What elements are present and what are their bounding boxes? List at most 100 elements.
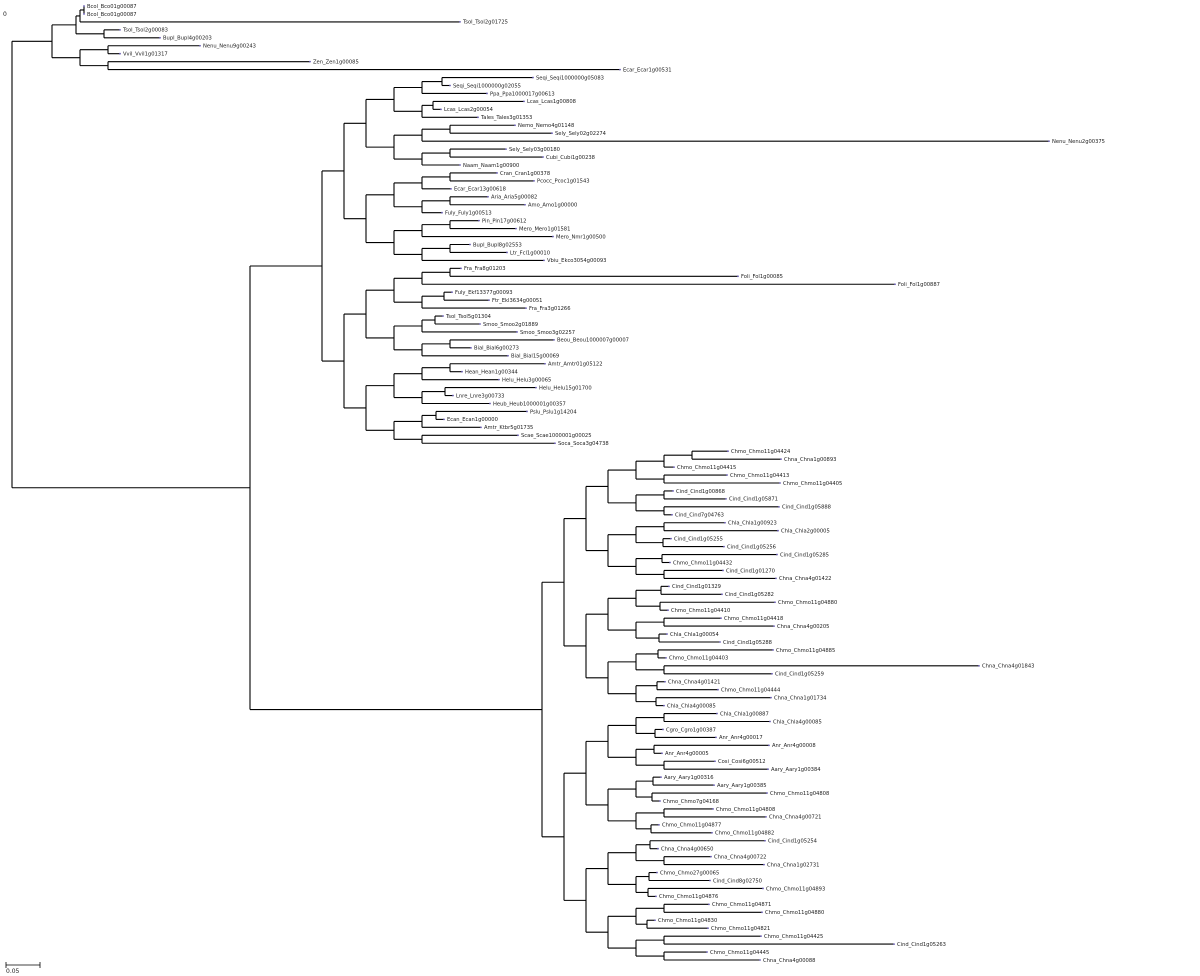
tip-node bbox=[671, 513, 673, 516]
tip-node bbox=[451, 291, 453, 294]
tip-label: Helu_Helu3g00065 bbox=[502, 377, 551, 383]
tip-node bbox=[542, 156, 544, 158]
tip-label: Bupl_Bupl8g02553 bbox=[473, 242, 522, 248]
tip-label: Ecan_Ecan1g00000 bbox=[447, 417, 498, 423]
tip-node bbox=[119, 28, 121, 31]
tip-node bbox=[470, 346, 472, 349]
tip-node bbox=[498, 378, 500, 381]
tip-node bbox=[768, 744, 770, 747]
tip-node bbox=[665, 657, 667, 659]
tip-node bbox=[506, 251, 508, 254]
tip-label: Vvil_Vvil1g01317 bbox=[123, 52, 168, 58]
tip-label: Aary_Aary1g00385 bbox=[717, 783, 767, 789]
tip-label: Chmo_Chmo11g04405 bbox=[783, 481, 842, 487]
tip-node bbox=[774, 601, 776, 604]
tip-label: Chmo_Chmo11g04877 bbox=[662, 823, 721, 829]
tip-node bbox=[780, 458, 782, 461]
tip-label: Chla_Chla1g00054 bbox=[670, 632, 719, 638]
tip-label: Chna_Chna4g00088 bbox=[763, 958, 815, 964]
tip-node bbox=[544, 362, 546, 365]
tip-label: Chmo_Chmo11g04444 bbox=[721, 688, 781, 694]
tip-node bbox=[771, 672, 773, 675]
tip-label: Foli_Fol1g00887 bbox=[898, 282, 940, 288]
tip-node bbox=[716, 712, 718, 715]
tip-label: Heub_Heub1000001g00357 bbox=[493, 401, 566, 407]
tip-label: Amtr_Amtr01g05122 bbox=[548, 362, 603, 368]
tip-node bbox=[507, 354, 509, 357]
tip-label: Chmo_Chmo11g04871 bbox=[712, 902, 771, 908]
tip-label: Chmo_Chmo27g00065 bbox=[660, 870, 719, 876]
tip-label: Scae_Scae1000001g00025 bbox=[521, 433, 592, 439]
tip-node bbox=[893, 943, 895, 945]
tip-label: Tsol_Tsol2g01725 bbox=[462, 20, 508, 26]
tip-label: Cind_Cind1g01270 bbox=[726, 568, 775, 574]
tip-node bbox=[469, 243, 471, 246]
tip-node bbox=[763, 863, 765, 866]
tip-label: Chna_Chna4g00650 bbox=[661, 847, 713, 853]
tip-label: Tales_Tales3g01353 bbox=[480, 115, 532, 121]
tip-label: Naam_Naam1g00900 bbox=[463, 163, 519, 169]
tip-node bbox=[765, 816, 767, 818]
tip-label: Lcas_Lcas1g00808 bbox=[527, 99, 576, 105]
tip-label: Chna_Chna1g00893 bbox=[784, 457, 836, 463]
tip-node bbox=[713, 784, 715, 786]
tip-label: Cind_Cind1g05888 bbox=[782, 505, 831, 511]
tip-label: Mero_Nmr1g00500 bbox=[556, 234, 606, 240]
tip-node bbox=[523, 100, 525, 103]
tip-node bbox=[450, 187, 452, 190]
tip-node bbox=[441, 211, 443, 214]
tip-node bbox=[657, 847, 659, 850]
tip-label: Zen_Zen1g00085 bbox=[313, 59, 359, 65]
tip-node bbox=[767, 768, 769, 771]
tip-node bbox=[711, 831, 713, 834]
tip-label: Chmo_Chmo11g04880 bbox=[778, 600, 837, 606]
tip-node bbox=[452, 394, 454, 397]
tip-node bbox=[724, 521, 726, 524]
tip-label: Cind_Cind1g00868 bbox=[676, 489, 725, 495]
tip-node bbox=[443, 418, 445, 421]
tip-label: Cind_Cind1g05263 bbox=[897, 942, 946, 948]
tip-node bbox=[524, 203, 526, 206]
tip-label: Fuly_Fuly1g00513 bbox=[445, 211, 492, 217]
tip-label: Chmo_Chmo11g04413 bbox=[730, 473, 789, 479]
tip-node bbox=[776, 553, 778, 556]
tip-node bbox=[769, 720, 771, 723]
tip-node bbox=[525, 307, 527, 309]
tip-node bbox=[770, 696, 772, 699]
tip-node bbox=[532, 76, 534, 79]
tip-node bbox=[764, 839, 766, 842]
tip-label: Cind_Cind1g05282 bbox=[725, 592, 774, 598]
tip-node bbox=[673, 466, 675, 468]
tip-node bbox=[159, 36, 161, 39]
tip-node bbox=[708, 903, 710, 906]
tip-node bbox=[663, 704, 665, 707]
tip-label: Cind_Cind1g05256 bbox=[727, 544, 776, 550]
tip-node bbox=[477, 116, 479, 119]
tip-label: Anr_Anr4g00005 bbox=[665, 751, 709, 757]
tip-node bbox=[669, 561, 671, 564]
tip-label: Nemo_Nemo4g01148 bbox=[518, 123, 574, 129]
tip-label: Pin_Pin17g00612 bbox=[482, 218, 526, 224]
tip-node bbox=[449, 84, 451, 87]
tip-label: Chmo_Chmo11g04425 bbox=[764, 934, 823, 940]
tip-label: Nenu_Nenu2g00375 bbox=[1052, 139, 1105, 145]
tip-label: Chmo_Chmo11g04882 bbox=[715, 831, 774, 837]
tip-node bbox=[526, 410, 528, 413]
tip-label: Chmo_Chmo11g04893 bbox=[766, 886, 825, 892]
tip-label: Cgro_Cgro1g00387 bbox=[666, 727, 716, 733]
tip-label: Chla_Chla1g00923 bbox=[728, 521, 777, 527]
tree-branches bbox=[11, 6, 1049, 961]
tip-label: Anr_Anr4g00008 bbox=[772, 743, 816, 749]
tip-label: Chla_Chla1g00887 bbox=[720, 711, 769, 717]
tip-node bbox=[487, 195, 489, 198]
tip-label: Hean_Hean1g00344 bbox=[465, 370, 519, 376]
tip-node bbox=[772, 649, 774, 651]
tip-label: Smoo_Smoo3g02257 bbox=[520, 330, 575, 336]
tip-node bbox=[766, 792, 768, 794]
tip-node bbox=[894, 283, 896, 286]
tip-label: Seqi_Seqi1000000g05083 bbox=[536, 75, 604, 81]
tip-label: Aria_Aria5g00082 bbox=[491, 195, 537, 201]
tip-node bbox=[478, 219, 480, 222]
tip-node bbox=[554, 442, 556, 445]
scale-bar: 0.05 bbox=[5, 962, 41, 975]
